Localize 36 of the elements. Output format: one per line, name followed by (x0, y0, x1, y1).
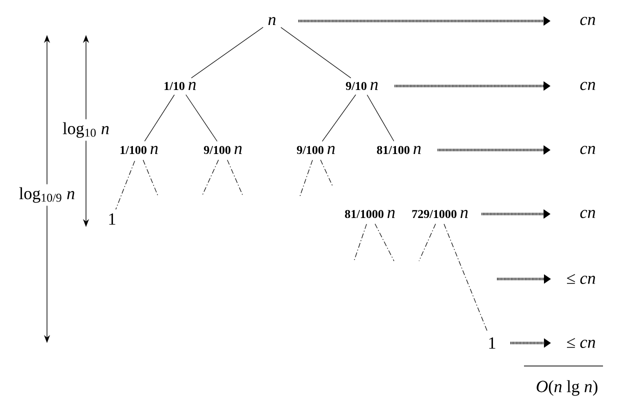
leaf-label: 1 (489, 337, 496, 349)
level-cost: ≤ cn (566, 274, 596, 284)
level-cost: cn (580, 146, 596, 154)
dashed-branch (115, 160, 136, 210)
level-cost: ≤ cn (566, 338, 596, 348)
node-label: 1/100 n (120, 146, 158, 154)
node-label: 9/100 n (204, 146, 242, 154)
tree-branch (191, 27, 264, 78)
dashed-branch (354, 224, 367, 262)
dimension-label: log$_{10}$ n (60, 119, 112, 141)
dashed-branch (300, 160, 313, 196)
dashed-branch (320, 160, 334, 188)
level-cost: cn (580, 210, 596, 218)
dashed-branch (227, 160, 244, 196)
dashed-branch (418, 224, 436, 262)
tree-branch (366, 94, 394, 142)
node-label: 81/1000 n (344, 210, 395, 218)
node-label: n (268, 17, 276, 25)
dashed-branch (374, 224, 394, 262)
dashed-branch (142, 160, 158, 196)
tree-branch (280, 27, 352, 78)
dashed-branch (202, 160, 219, 196)
tree-branch (322, 94, 356, 142)
node-label: 729/1000 n (412, 210, 468, 218)
node-label: 9/10 n (346, 82, 378, 90)
leaf-label: 1 (109, 213, 116, 225)
level-cost: cn (580, 82, 596, 90)
node-label: 1/10 n (164, 82, 196, 90)
total-cost: O(n lg n) (536, 380, 598, 396)
node-label: 81/100 n (376, 146, 421, 154)
tree-branch (144, 94, 175, 142)
node-label: 9/100 n (296, 146, 335, 154)
dashed-branch (444, 224, 488, 332)
tree-branch (186, 94, 218, 142)
dimension-label: log$_{10/9}$ n (16, 184, 78, 206)
level-cost: cn (580, 16, 596, 26)
